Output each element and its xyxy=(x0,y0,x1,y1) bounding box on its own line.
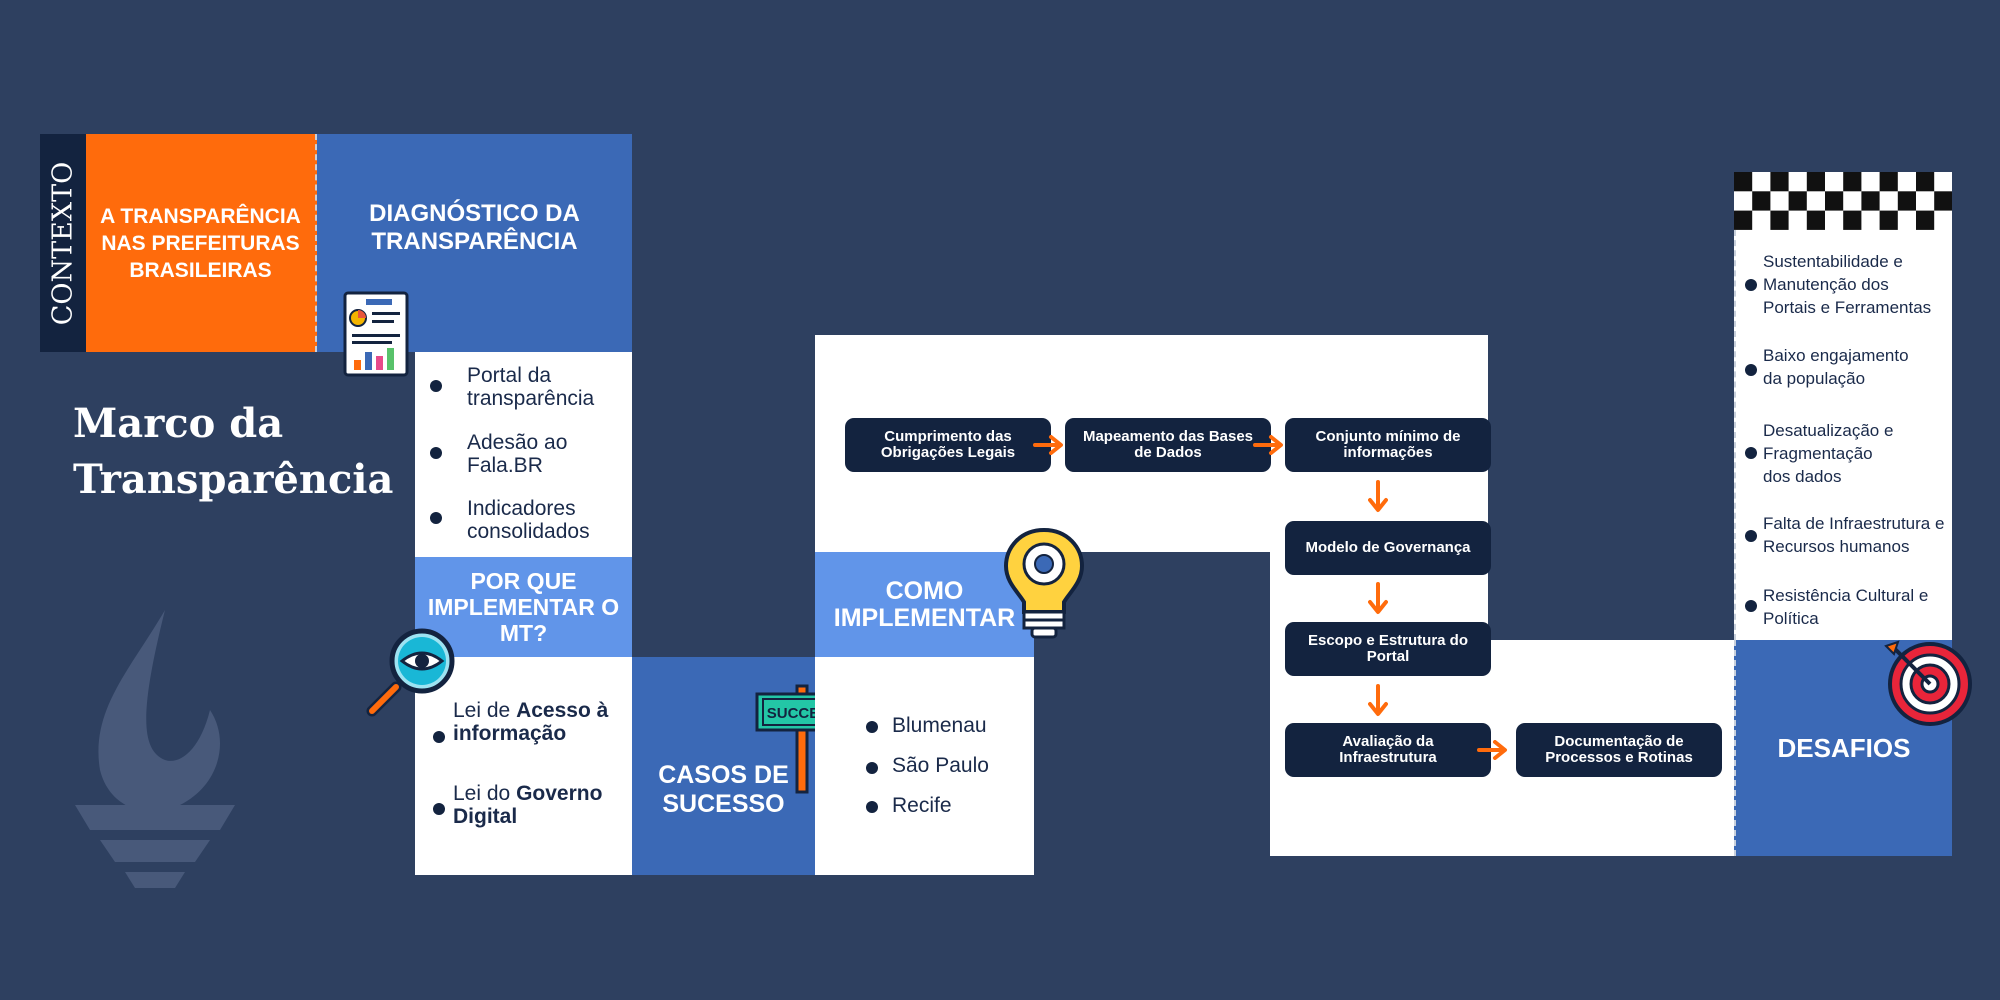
porque-item-1-pre: Lei de xyxy=(453,699,517,722)
porque-header: POR QUE IMPLEMENTAR O MT? xyxy=(415,557,632,657)
como-header: COMO IMPLEMENTAR xyxy=(815,552,1034,657)
como-step-1: Cumprimento das Obrigações Legais xyxy=(845,418,1051,472)
document-chart-icon xyxy=(343,291,409,377)
diagnostico-list: Portal da transparência Adesão ao Fala.B… xyxy=(415,352,632,557)
como-step-4: Modelo de Governança xyxy=(1285,521,1491,575)
desafios-item-1: Sustentabilidade e Manutenção dos Portai… xyxy=(1763,252,1932,317)
intro-box-text: A TRANSPARÊNCIA NAS PREFEITURAS BRASILEI… xyxy=(100,204,301,282)
arrow-right-icon xyxy=(1033,435,1063,455)
main-title: Marco da Transparência xyxy=(73,396,393,508)
arrow-right-icon xyxy=(1253,435,1283,455)
desafios-item-4: Falta de Infraestrutura e Recursos human… xyxy=(1763,514,1945,556)
arrow-down-icon xyxy=(1368,684,1388,716)
porque-item-2-bold: Governo Digital xyxy=(453,782,603,828)
desafios-title: DESAFIOS xyxy=(1777,732,1911,763)
lightbulb-gear-icon xyxy=(1003,527,1085,639)
desafios-item-3: Desatualização e Fragmentação dos dados xyxy=(1763,421,1894,486)
porque-item-2: Lei do Governo Digital xyxy=(453,782,628,828)
porque-title: POR QUE IMPLEMENTAR O MT? xyxy=(427,568,620,646)
como-step-7: Documentação de Processos e Rotinas xyxy=(1516,723,1722,777)
main-title-line1: Marco da xyxy=(73,400,284,447)
magnifier-eye-icon xyxy=(366,628,455,717)
como-step-2: Mapeamento das Bases de Dados xyxy=(1065,418,1271,472)
como-step-3: Conjunto mínimo de informações xyxy=(1285,418,1491,472)
como-title: COMO IMPLEMENTAR xyxy=(833,576,1016,632)
desafios-item-2: Baixo engajamento da população xyxy=(1763,346,1909,388)
intro-box: A TRANSPARÊNCIA NAS PREFEITURAS BRASILEI… xyxy=(86,134,317,352)
casos-title: CASOS DE SUCESSO xyxy=(658,761,789,818)
main-title-line2: Transparência xyxy=(73,456,394,503)
diagnostico-item-2: Adesão ao Fala.BR xyxy=(467,431,568,477)
como-step-5: Escopo e Estrutura do Portal xyxy=(1285,622,1491,676)
diagnostico-title: DIAGNÓSTICO DA TRANSPARÊNCIA xyxy=(369,200,580,255)
casos-item-3: Recife xyxy=(892,794,952,817)
porque-item-1-bold: Acesso à informação xyxy=(453,699,609,745)
porque-list: Lei de Acesso à informação Lei do Govern… xyxy=(415,657,632,875)
desafios-list xyxy=(1734,230,1952,640)
diagnostico-item-3: Indicadores consolidados xyxy=(467,497,590,543)
casos-list: Blumenau São Paulo Recife xyxy=(815,657,1034,875)
arrow-down-icon xyxy=(1368,480,1388,512)
porque-item-2-pre: Lei do xyxy=(453,782,517,805)
contexto-label: CONTEXTO xyxy=(47,161,79,325)
arrow-down-icon xyxy=(1368,582,1388,614)
checkered-flag-icon xyxy=(1734,172,1952,230)
desafios-item-5: Resistência Cultural e Política xyxy=(1763,586,1929,628)
como-step-6: Avaliação da Infraestrutura xyxy=(1285,723,1491,777)
porque-item-1: Lei de Acesso à informação xyxy=(453,699,628,745)
torch-logo-icon xyxy=(75,610,235,888)
arrow-right-icon xyxy=(1477,740,1507,760)
diagnostico-item-1: Portal da transparência xyxy=(467,364,595,410)
contexto-label-box: CONTEXTO xyxy=(40,134,86,352)
casos-item-1: Blumenau xyxy=(892,714,987,737)
casos-item-2: São Paulo xyxy=(892,754,989,777)
target-icon xyxy=(1884,640,1972,726)
